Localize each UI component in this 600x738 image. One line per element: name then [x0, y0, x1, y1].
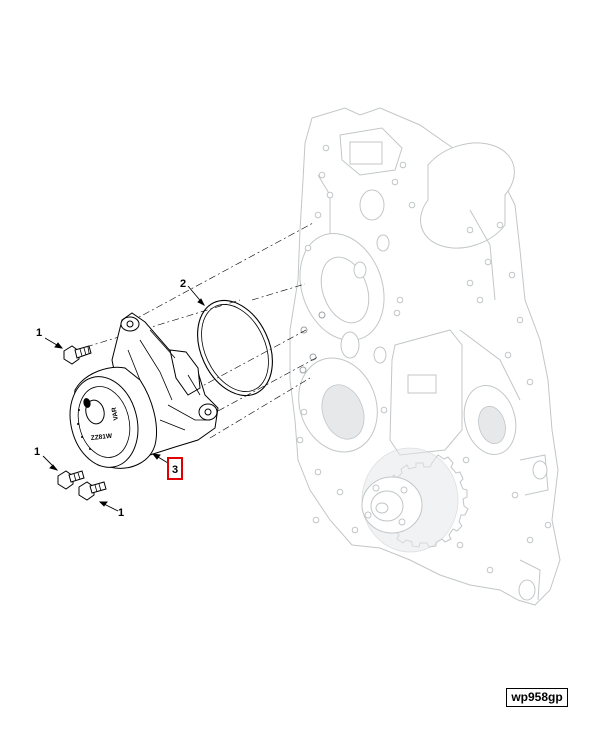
- bolt-lower-right: [78, 481, 107, 501]
- upper-tiny-bore: [376, 234, 390, 252]
- o-ring-inner: [201, 304, 269, 392]
- right-bottom-bore: [518, 579, 536, 601]
- o-ring-outer: [197, 299, 273, 397]
- bolt-top: [63, 345, 92, 365]
- pump-rim-marking-1: VAR: [111, 406, 120, 421]
- bolt-lower-left-shank: [68, 470, 85, 483]
- centerline-lower: [209, 377, 311, 439]
- right-mid-bore-inner: [478, 405, 506, 445]
- pump-top-lug-hole: [126, 320, 134, 328]
- lower-bore-inner: [321, 384, 365, 440]
- callout-3-highlight-box: [167, 457, 183, 480]
- center-tiny-bore: [373, 346, 387, 364]
- upper-small-bore: [359, 189, 385, 221]
- pump-hub-bore: [83, 398, 91, 408]
- gear-hub-holes: [364, 484, 408, 526]
- bolt-top-shank: [74, 345, 92, 359]
- bolt-top-thread: [79, 346, 90, 357]
- centerline-top: [129, 222, 314, 323]
- pump-rim-marking-2: ZZ81W: [90, 433, 113, 442]
- upper-tiny-bore-2: [353, 261, 367, 279]
- center-housing-slot: [407, 374, 437, 394]
- callout-3: 3: [172, 464, 178, 476]
- pump-seat-bolt-holes: [299, 311, 326, 374]
- centerline-mid: [204, 356, 319, 419]
- pump-right-lug-hole: [204, 408, 212, 416]
- engine-front-cover: [289, 107, 561, 606]
- water-pump-assembly: VAR ZZ81W: [69, 312, 219, 469]
- bolt-lower-right-thread: [94, 483, 102, 493]
- mid-small-bore: [340, 331, 360, 359]
- figure-id-label: wp958gp: [506, 688, 568, 707]
- pump-pulley-inner-ring: [77, 386, 131, 458]
- o-ring-seal: [197, 299, 273, 397]
- bolt-lower-right-shank: [89, 481, 107, 494]
- centerline-bolt-top: [85, 299, 241, 348]
- cover-top-port: [349, 141, 383, 165]
- callout-leaders: [42, 285, 206, 512]
- pump-casting-ribs: [127, 329, 210, 431]
- callout-1-lower-right: 1: [118, 507, 124, 519]
- cover-upper-bore: [420, 142, 515, 249]
- callout-2: 2: [180, 278, 186, 290]
- callout-1-lower-left: 1: [34, 446, 40, 458]
- bolt-lower-left: [57, 470, 85, 490]
- idler-gear: [361, 447, 469, 553]
- centerline-bolt-top-2: [251, 283, 306, 301]
- pump-rear-boss: [169, 349, 201, 396]
- right-edge-bore: [532, 460, 548, 480]
- callout-1-top: 1: [36, 327, 42, 339]
- alignment-centerlines: [85, 222, 319, 439]
- pump-pulley-dots: [77, 409, 91, 450]
- bolt-lower-left-thread: [73, 472, 81, 482]
- gear-center-hole: [375, 502, 389, 514]
- pump-hub: [85, 399, 105, 425]
- centerline-upper: [194, 329, 307, 391]
